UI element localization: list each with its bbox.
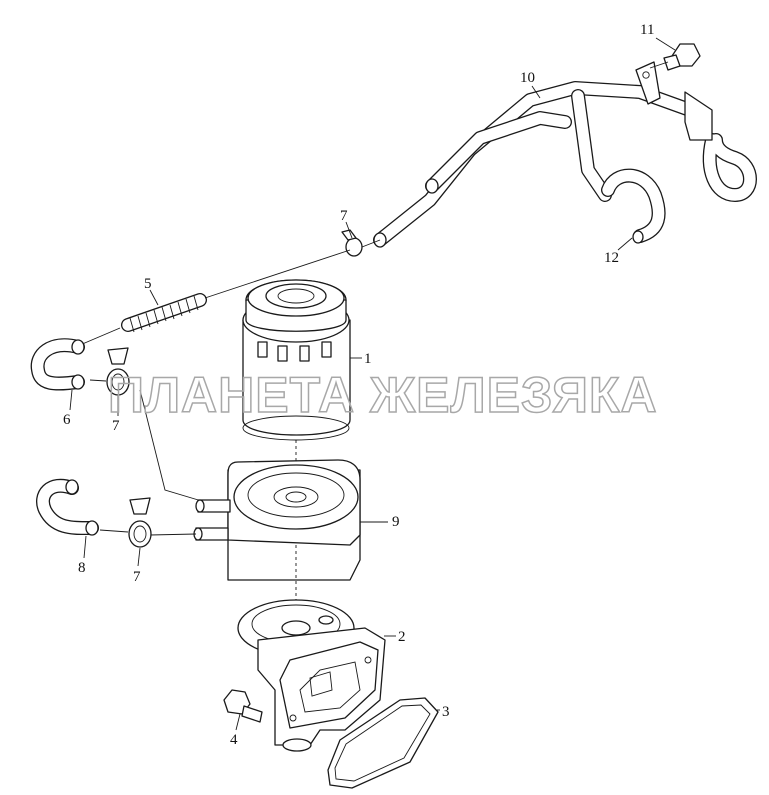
clamp-7-left-upper (89, 347, 216, 506)
callout-4: 4 (230, 732, 238, 748)
callout-7-left-upper: 7 (112, 418, 120, 434)
callout-10: 10 (520, 70, 535, 86)
callout-12: 12 (604, 250, 619, 266)
bolt-11 (649, 43, 701, 71)
hose-8 (36, 478, 99, 536)
callout-3: 3 (442, 704, 450, 720)
leader-lines (69, 37, 676, 731)
clamp-7-top (341, 229, 381, 257)
callout-7-top: 7 (340, 208, 348, 224)
hose-12 (601, 168, 666, 244)
callout-9: 9 (392, 514, 400, 530)
callout-5: 5 (144, 276, 152, 292)
callout-11: 11 (640, 22, 654, 38)
gasket-3 (327, 697, 439, 789)
pipe-assembly (373, 61, 757, 248)
oil-filter-1 (242, 279, 351, 500)
callout-1: 1 (364, 351, 372, 367)
oil-cooler-9 (149, 459, 361, 581)
adapter-2 (237, 545, 386, 752)
watermark: ПЛАНЕТА ЖЕЛЕЗЯКА (108, 367, 658, 423)
callout-2: 2 (398, 629, 406, 645)
callout-6: 6 (63, 412, 71, 428)
callout-8: 8 (78, 560, 86, 576)
hose-6 (30, 338, 85, 391)
callouts: 10 11 12 7 5 1 6 7 9 8 7 2 3 4 (63, 22, 654, 748)
callout-7-left-lower: 7 (133, 569, 141, 585)
bolt-4 (223, 689, 263, 723)
clamp-7-left-lower (99, 497, 152, 548)
spring-hose-5 (79, 249, 351, 346)
